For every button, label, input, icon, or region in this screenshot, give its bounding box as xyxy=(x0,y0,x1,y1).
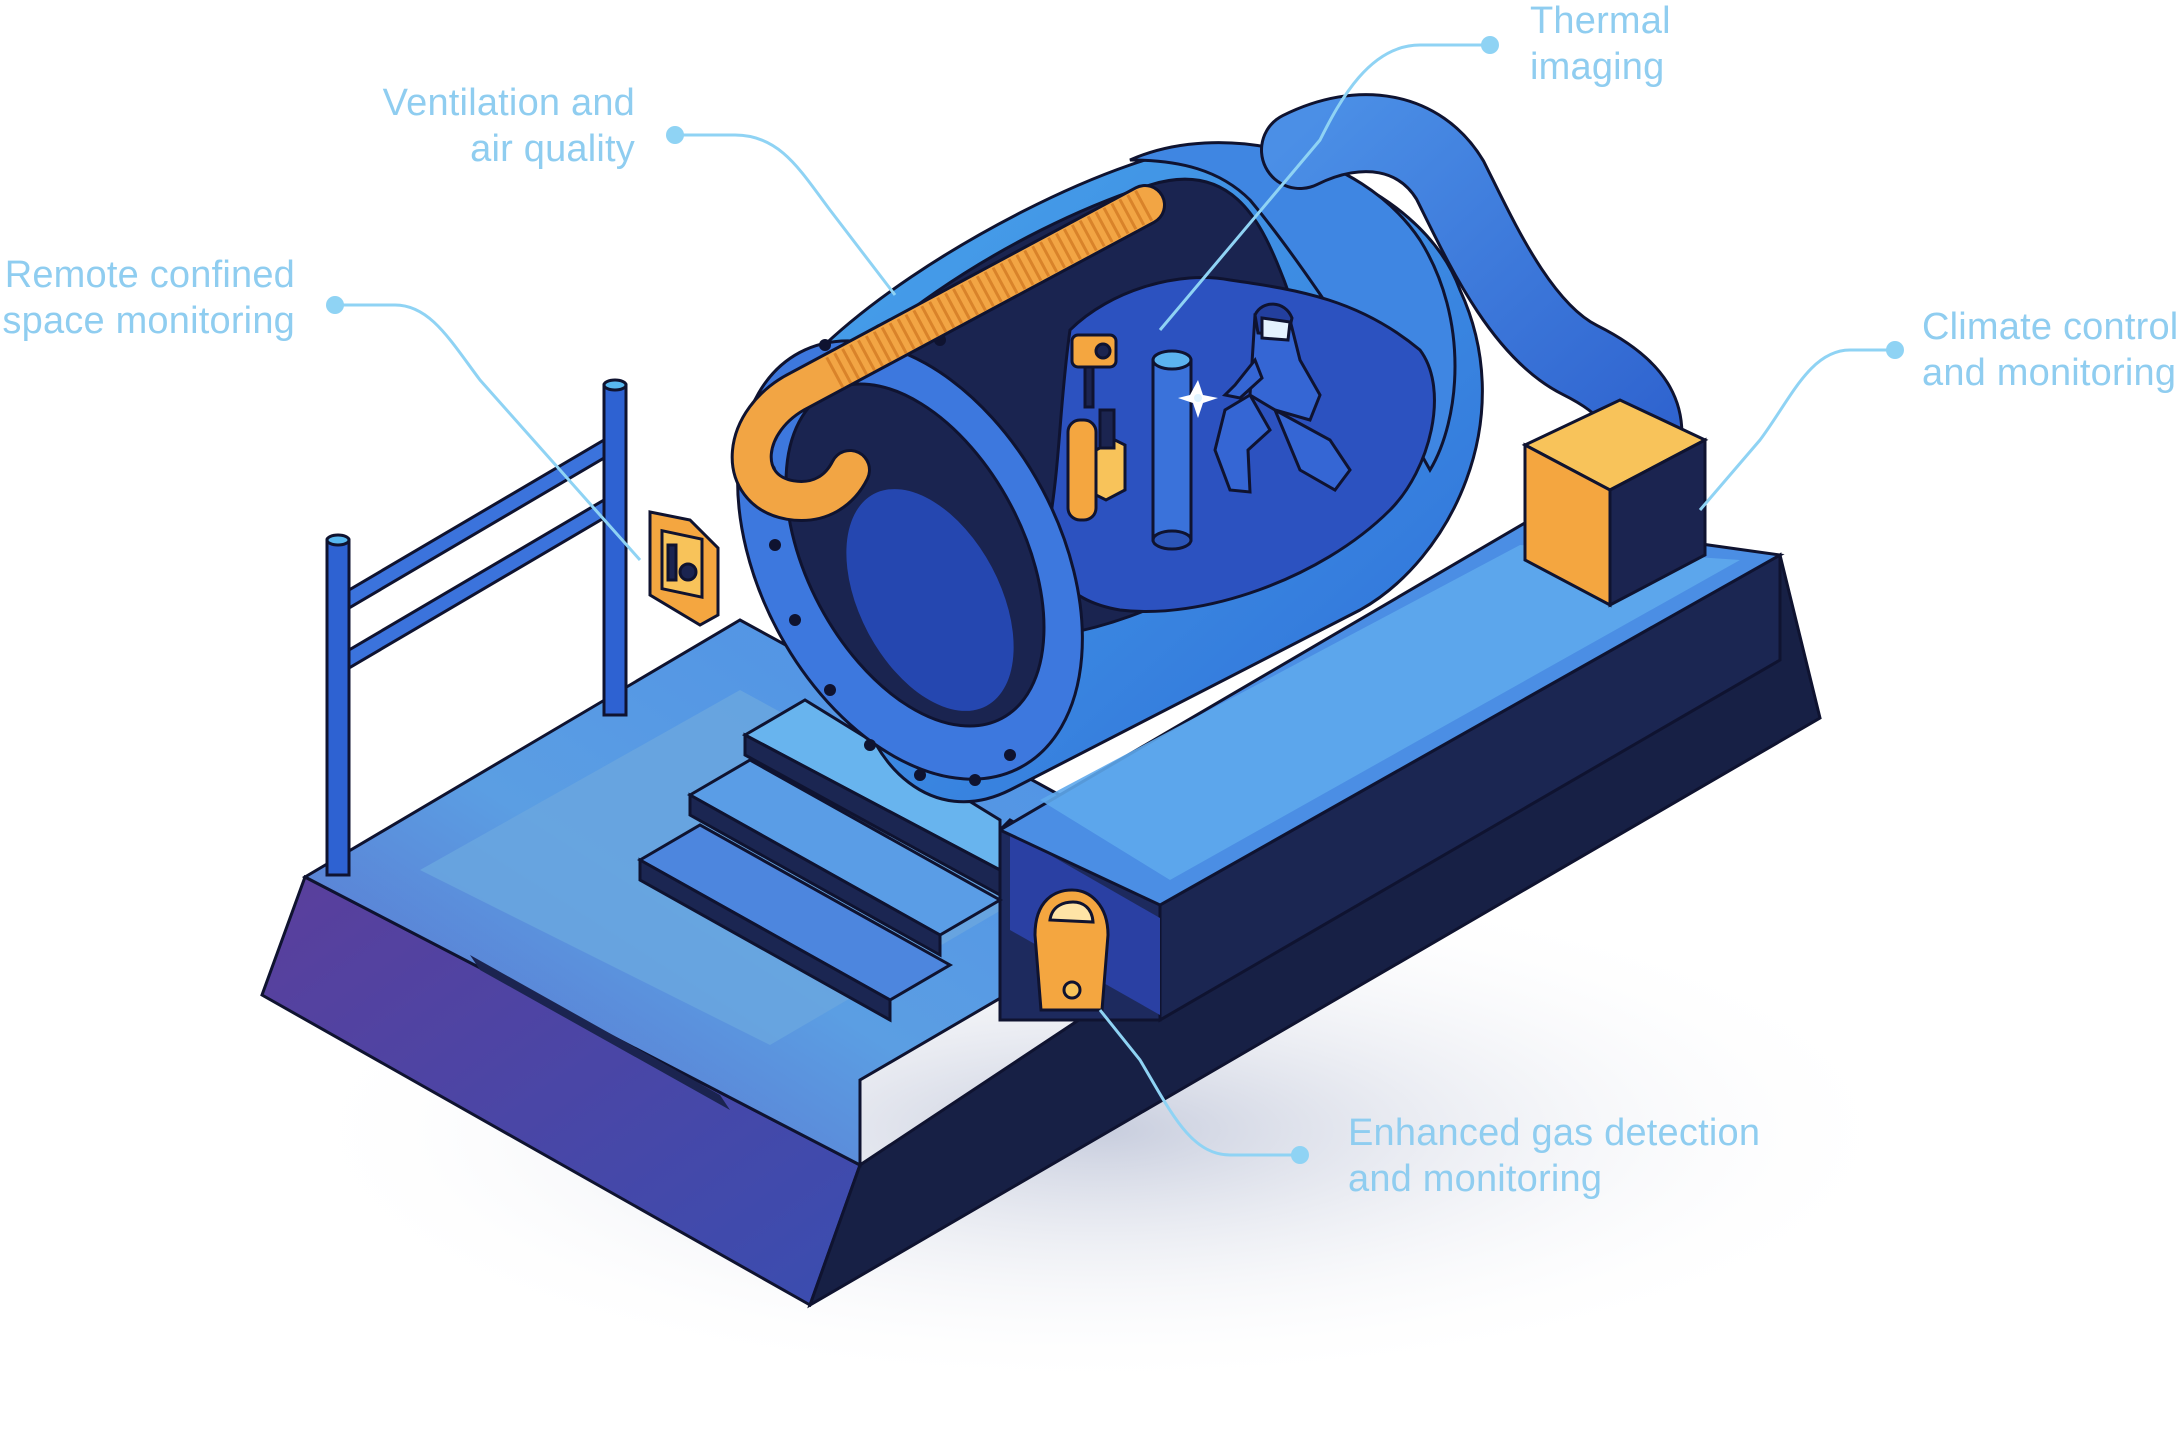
gas-detection-callout: Enhanced gas detection and monitoring xyxy=(1348,1110,1760,1202)
ventilation-hose-fill xyxy=(733,187,1163,519)
leader-dots xyxy=(326,36,1904,1164)
front-slot xyxy=(470,955,730,1110)
climate-line2: and monitoring xyxy=(1922,352,2176,394)
climate-line1: Climate control xyxy=(1922,306,2176,348)
remote-line1: Remote confined xyxy=(4,254,295,296)
gas-line1: Enhanced gas detection xyxy=(1348,1112,1761,1154)
ventilation-callout-dot xyxy=(666,126,684,144)
tank-opening-floor xyxy=(846,489,1014,711)
thermal-line2: imaging xyxy=(1530,46,1665,88)
thermal-callout-dot xyxy=(1481,36,1499,54)
thermal-line1: Thermal xyxy=(1530,0,1671,42)
ventilation-line1: Ventilation and xyxy=(382,82,635,124)
stairs xyxy=(636,698,1004,1023)
climate-hose-fill xyxy=(1263,96,1681,492)
climate-callout-dot xyxy=(1886,341,1904,359)
gas-callout-dot xyxy=(1291,1146,1309,1164)
gas-cylinder-icon xyxy=(1066,408,1127,522)
remote-line2: space monitoring xyxy=(2,300,295,342)
climate-control-callout: Climate control and monitoring xyxy=(1922,304,2176,396)
ventilation-callout: Ventilation and air quality xyxy=(380,80,635,172)
weld-spark-icon xyxy=(1178,380,1218,418)
confined-space-monitor-icon xyxy=(648,510,720,627)
leader-lines xyxy=(335,43,1895,1157)
interior-pipe xyxy=(1151,349,1193,551)
ventilation-line2: air quality xyxy=(470,128,635,170)
gas-detector-icon xyxy=(1033,888,1110,1012)
thermal-imaging-callout: Thermal imaging xyxy=(1530,0,1671,90)
gas-line2: and monitoring xyxy=(1348,1158,1603,1200)
climate-unit-icon xyxy=(1521,398,1709,608)
welder-figure-icon xyxy=(1213,302,1352,494)
remote-callout-dot xyxy=(326,296,344,314)
remote-monitoring-callout: Remote confined space monitoring xyxy=(0,252,295,344)
safety-railing xyxy=(325,378,628,877)
thermal-camera-icon xyxy=(1070,333,1118,409)
raised-block-panel xyxy=(1040,545,1740,880)
ventilation-hose-ribs xyxy=(821,190,1154,390)
